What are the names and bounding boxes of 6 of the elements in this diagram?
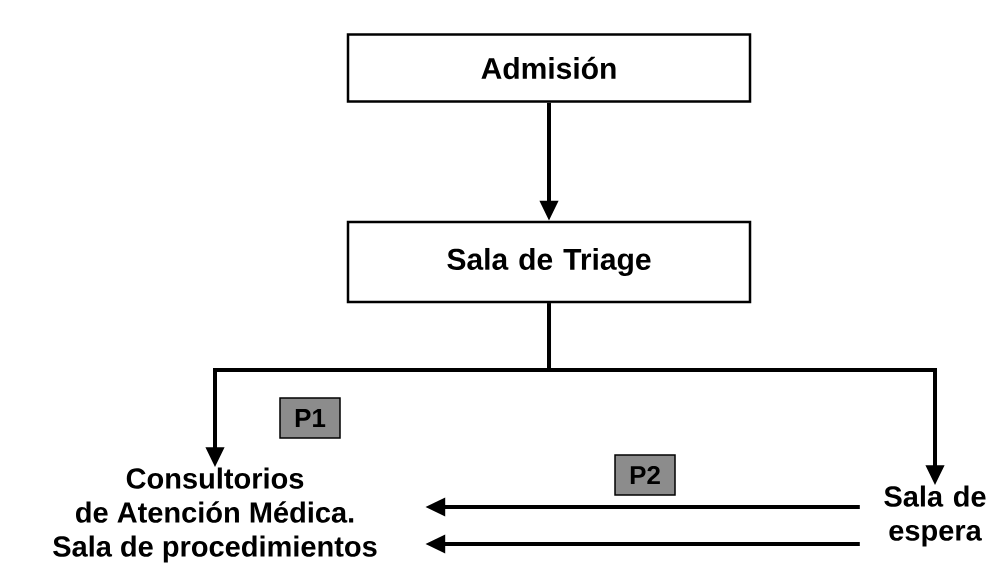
priority-tag: P1	[279, 397, 341, 439]
location-text: Sala de espera	[884, 485, 986, 547]
process-box: Sala de Triage	[346, 220, 752, 304]
process-box: Admisión	[346, 33, 752, 103]
location-text: Consultorios de Atención Médica. Sala de procedimientos	[53, 467, 377, 563]
priority-tag: P2	[614, 454, 676, 496]
